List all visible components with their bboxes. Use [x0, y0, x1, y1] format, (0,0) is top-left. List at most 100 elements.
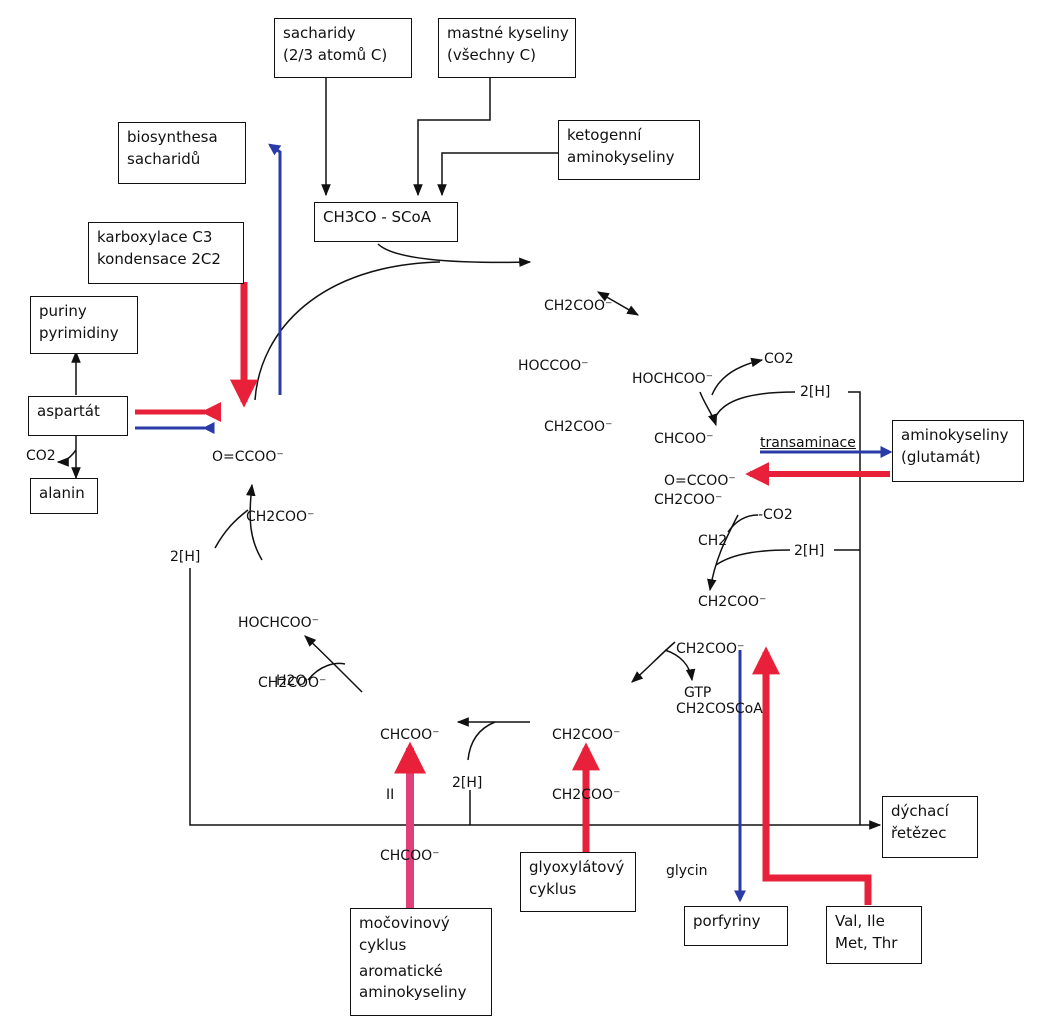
citrate-isocitrate-arrow: [596, 291, 640, 316]
co2-aspartat-arrow: [56, 449, 77, 467]
biosynthesa-line2: sacharidů: [127, 149, 201, 168]
oxaloacetate-line1: O=CCOO⁻: [212, 448, 284, 465]
mastne-to-acetyl-arrow: [413, 77, 491, 197]
biosynthesa-line1: biosynthesa: [127, 128, 218, 146]
h2-collector-right: [848, 391, 861, 825]
h2-release-top: [715, 391, 796, 417]
co2-release-mid: [727, 514, 759, 533]
ketoglutarate-to-succinyl-arrow: [707, 514, 739, 592]
ketoglutarate-molecule: O=CCOO⁻ CH2 CH2COO⁻: [664, 430, 766, 633]
val-line2: Met, Thr: [835, 933, 898, 952]
h2o-arrow: [307, 662, 346, 681]
isocitrate-to-ketoglutarate-arrow: [699, 391, 718, 427]
gtp-arrow: [664, 649, 696, 682]
karboxylace-line2: kondensace 2C2: [97, 249, 221, 268]
ketoglutarate-line2: CH2: [698, 533, 728, 550]
sacharidy-line1: sacharidy: [283, 24, 356, 42]
glyoxylatovy-line2: cyklus: [529, 879, 577, 898]
citrate-line1: CH2COO⁻: [544, 297, 613, 314]
co2-mid-label: -CO2: [758, 507, 793, 523]
val-ile-box: Val, Ile Met, Thr: [826, 906, 922, 964]
puriny-box: puriny pyrimidiny: [30, 296, 138, 354]
malate-line1: HOCHCOO⁻: [238, 614, 320, 631]
h2-bottom-label: 2[H]: [452, 775, 483, 791]
mocovinovy-box: močovinový cyklus aromatické aminokyseli…: [350, 908, 492, 1016]
sacharidy-box: sacharidy (2/3 atomů C): [274, 18, 412, 78]
ketoglutarate-line3: CH2COO⁻: [698, 594, 767, 611]
gtp-label: GTP: [684, 685, 712, 701]
malate-molecule: HOCHCOO⁻ CH2COO⁻: [238, 572, 326, 714]
h2-release-mid: [715, 549, 791, 566]
aminokyseliny-box: aminokyseliny (glutamát): [892, 420, 1024, 482]
ketogenni-to-acetyl-arrow: [437, 152, 558, 197]
mocovinovy-line4: aminokyseliny: [359, 983, 467, 1002]
h2-release-left: [214, 509, 249, 549]
mastne-kyseliny-box: mastné kyseliny (všechny C): [438, 18, 576, 78]
biosynthesa-box: biosynthesa sacharidů: [118, 122, 246, 184]
succinyl-line1: CH2COO⁻: [676, 640, 745, 657]
malate-line2: CH2COO⁻: [258, 675, 327, 692]
sacharidy-line2: (2/3 atomů C): [283, 45, 388, 64]
mastne-line2: (všechny C): [447, 45, 537, 64]
h2-top-label: 2[H]: [800, 384, 831, 400]
citrate-line2: HOCCOO⁻: [518, 358, 589, 375]
h2-release-bottom: [467, 721, 496, 761]
mocovinovy-line3: aromatické: [359, 961, 443, 980]
succinate-line1: CH2COO⁻: [552, 726, 621, 743]
aminokyseliny-line1: aminokyseliny: [901, 426, 1009, 444]
aspartat-box: aspartát: [28, 396, 128, 436]
succinyl-coa-molecule: CH2COO⁻ CH2COSCoA: [676, 598, 763, 740]
ketogenni-line2: aminokyseliny: [567, 147, 675, 166]
blue-arrow-biosynthesa: [268, 143, 282, 395]
co2-top-label: CO2: [764, 351, 794, 367]
red-arrow-val: [752, 646, 872, 905]
puriny-line2: pyrimidiny: [39, 323, 119, 342]
alanin-label: alanin: [39, 484, 85, 502]
porfyriny-label: porfyriny: [693, 912, 761, 930]
co2-aspartat-label: CO2: [26, 448, 56, 464]
isocitrate-molecule: HOCHCOO⁻ CHCOO⁻ CH2COO⁻: [632, 328, 722, 531]
glyoxylatovy-box: glyoxylátový cyklus: [520, 852, 636, 912]
glycin-label: glycin: [666, 863, 708, 879]
dychaci-line2: řetězec: [891, 823, 947, 842]
succinyl-to-succinate-arrow: [631, 641, 676, 683]
succinate-molecule: CH2COO⁻ CH2COO⁻: [552, 684, 620, 826]
aspartat-label: aspartát: [37, 402, 100, 420]
citrate-molecule: CH2COO⁻ HOCCOO⁻ CH2COO⁻: [518, 255, 612, 458]
porfyriny-box: porfyriny: [684, 906, 788, 946]
ketogenni-line1: ketogenní: [567, 126, 642, 144]
fumarate-line3: CHCOO⁻: [380, 848, 440, 865]
karboxylace-line1: karboxylace C3: [97, 228, 213, 246]
h2-mid-label: 2[H]: [794, 543, 825, 559]
acetyl-coa-label: CH3CO - SCoA: [323, 208, 431, 226]
mastne-line1: mastné kyseliny: [447, 24, 569, 42]
glyoxylatovy-line1: glyoxylátový: [529, 858, 625, 876]
isocitrate-line3: CH2COO⁻: [654, 492, 723, 509]
succinyl-line2: CH2COSCoA: [676, 701, 763, 718]
mocovinovy-line2: cyklus: [359, 935, 407, 954]
aminokyseliny-line2: (glutamát): [901, 447, 981, 466]
h2-collector-line: [189, 568, 882, 830]
dychaci-retezec-box: dýchací řetězec: [882, 796, 978, 858]
isocitrate-line2: CHCOO⁻: [654, 431, 714, 448]
transaminace-label: transaminace: [760, 435, 856, 451]
ketoglutarate-line1: O=CCOO⁻: [664, 472, 736, 489]
malate-to-oxaloacetate-arrow: [246, 483, 263, 561]
succinate-line2: CH2COO⁻: [552, 787, 621, 804]
co2-release-top: [711, 357, 764, 396]
fumarate-to-malate-arrow: [304, 635, 363, 693]
oxaloacetate-line2: CH2COO⁻: [246, 509, 315, 526]
acetyl-to-citrate-arrow: [377, 243, 532, 268]
h2-left-label: 2[H]: [170, 549, 201, 565]
oxaloacetate-to-citrate-arc: [254, 261, 441, 401]
alanin-box: alanin: [30, 478, 98, 514]
dychaci-line1: dýchací: [891, 802, 949, 820]
puriny-line1: puriny: [39, 302, 87, 320]
fumarate-line1: CHCOO⁻: [380, 726, 440, 743]
fumarate-molecule: CHCOO⁻ II CHCOO⁻: [380, 684, 440, 887]
karboxylace-box: karboxylace C3 kondensace 2C2: [88, 222, 244, 284]
oxaloacetate-molecule: O=CCOO⁻ CH2COO⁻: [212, 406, 314, 548]
fumarate-line2: II: [386, 787, 395, 804]
val-line1: Val, Ile: [835, 912, 885, 930]
